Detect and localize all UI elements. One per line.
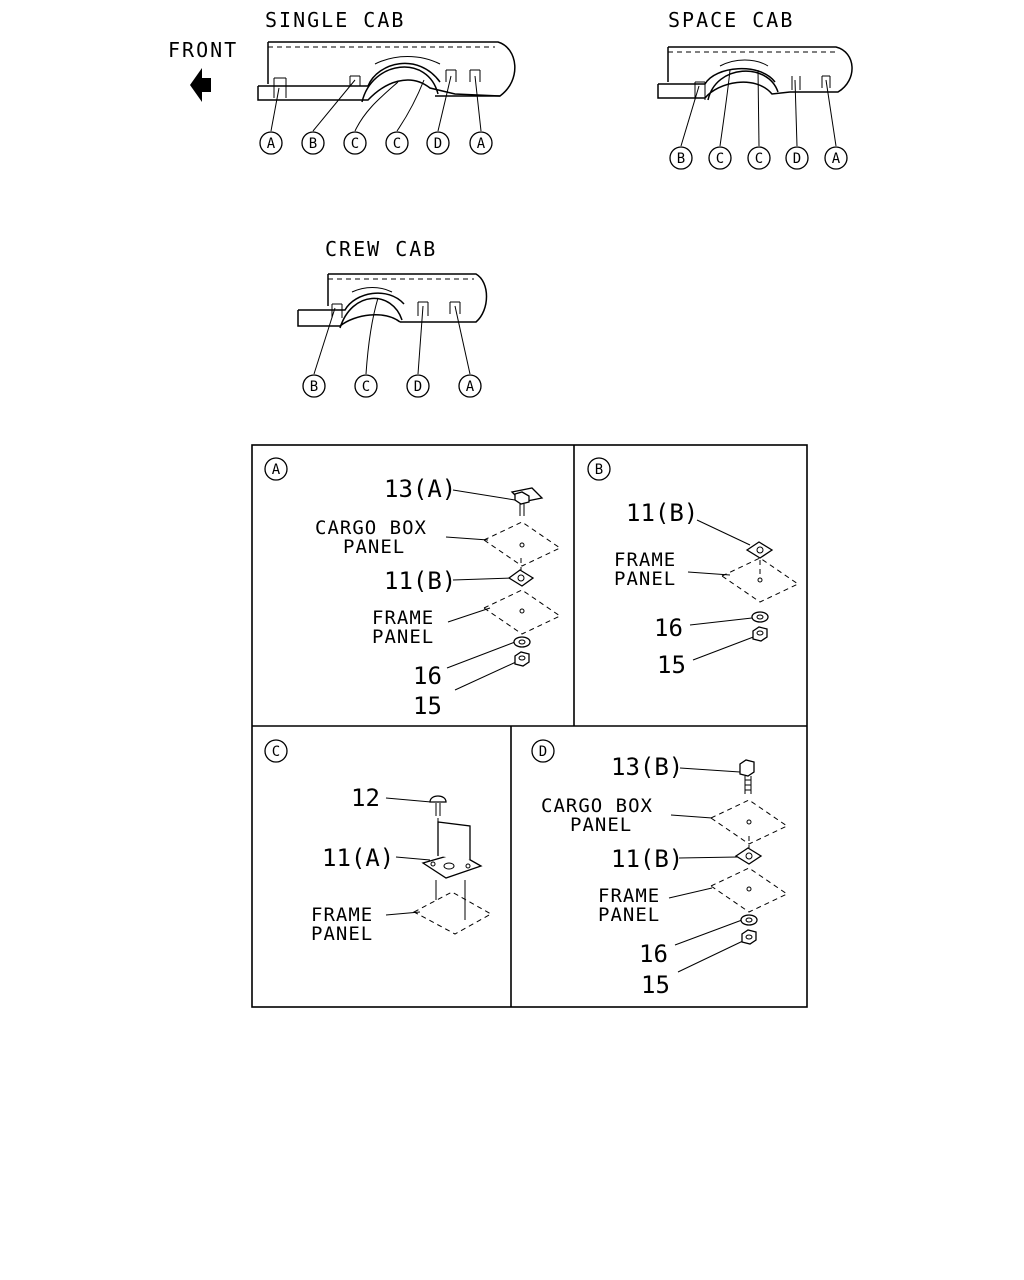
detail-d-callout: D	[531, 739, 555, 763]
svg-text:A: A	[466, 379, 475, 395]
detail-d-frame-line1: FRAME	[598, 885, 660, 907]
space-cab-callout-b: B	[669, 146, 693, 170]
single-cab-callout-d: D	[426, 131, 450, 155]
detail-a-bolt-label: 13(A)	[384, 475, 456, 503]
detail-c-panel: C 12 11(A) FRAME PANEL	[264, 739, 493, 945]
svg-text:A: A	[267, 136, 276, 152]
space-cab-title: SPACE CAB	[668, 8, 794, 32]
svg-text:B: B	[677, 151, 685, 167]
single-cab-callout-b: B	[301, 131, 325, 155]
detail-d-panel: D 13(B) CARGO BOX PANEL 11(B) FRAME PANE…	[531, 739, 789, 999]
svg-text:B: B	[310, 379, 318, 395]
detail-c-frame-line1: FRAME	[311, 904, 373, 926]
crew-cab-view: CREW CAB B C D A	[297, 237, 488, 398]
detail-b-callout: B	[587, 457, 611, 481]
detail-b-frame-line2: PANEL	[614, 568, 676, 590]
single-cab-callout-a2: A	[469, 131, 493, 155]
detail-d-frame-line2: PANEL	[598, 904, 660, 926]
detail-b-frame-panel	[720, 557, 800, 603]
single-cab-callout-c1: C	[343, 131, 367, 155]
single-cab-view: SINGLE CAB FRONT A B C C D A	[168, 8, 516, 155]
detail-a-panel: A 13(A) CARGO BOX PANEL 11(B) FRAME PANE…	[264, 457, 562, 720]
svg-text:C: C	[362, 379, 370, 395]
crew-cab-title: CREW CAB	[325, 237, 437, 261]
svg-text:C: C	[393, 136, 401, 152]
detail-d-nut-label: 15	[641, 971, 670, 999]
detail-d-washer-label: 16	[639, 940, 668, 968]
svg-text:A: A	[832, 151, 841, 167]
crew-cab-callout-c: C	[354, 374, 378, 398]
svg-text:C: C	[755, 151, 763, 167]
crew-cab-callout-a: A	[458, 374, 482, 398]
detail-b-nut-icon	[752, 626, 768, 642]
detail-b-nut-label: 15	[657, 651, 686, 679]
detail-b-panel: B 11(B) FRAME PANEL 16 15	[587, 457, 800, 679]
detail-a-nut-icon	[514, 651, 530, 667]
detail-a-cargo-panel	[482, 521, 562, 567]
detail-c-bracket-label: 11(A)	[322, 844, 394, 872]
detail-d-cargo-panel	[709, 799, 789, 845]
detail-a-frame-panel	[482, 589, 562, 635]
svg-text:C: C	[272, 744, 280, 760]
detail-b-washer-label: 16	[654, 614, 683, 642]
space-cab-callout-d: D	[785, 146, 809, 170]
single-cab-title: SINGLE CAB	[265, 8, 405, 32]
svg-text:C: C	[351, 136, 359, 152]
detail-d-bolt-icon	[739, 759, 755, 794]
detail-b-frame-line1: FRAME	[614, 549, 676, 571]
space-cab-view: SPACE CAB B C C D A	[657, 8, 853, 170]
detail-a-plate-icon	[507, 569, 535, 587]
space-cab-callout-a: A	[824, 146, 848, 170]
detail-a-washer-label: 16	[413, 662, 442, 690]
detail-a-washer-icon	[513, 636, 531, 648]
detail-d-frame-panel	[709, 867, 789, 913]
detail-b-plate-icon	[745, 541, 774, 559]
detail-d-nut-icon	[741, 929, 757, 945]
detail-c-frame-line2: PANEL	[311, 923, 373, 945]
detail-a-bolt-icon	[510, 487, 544, 516]
svg-text:B: B	[309, 136, 317, 152]
svg-text:D: D	[539, 744, 547, 760]
detail-d-plate-icon	[734, 847, 763, 865]
detail-a-callout: A	[264, 457, 288, 481]
svg-text:D: D	[434, 136, 442, 152]
detail-a-frame-line2: PANEL	[372, 626, 434, 648]
detail-c-screw-icon	[429, 795, 447, 816]
detail-d-bolt-label: 13(B)	[611, 753, 683, 781]
detail-c-frame-panel	[412, 891, 493, 935]
single-cab-callout-a1: A	[259, 131, 283, 155]
crew-cab-callout-b: B	[302, 374, 326, 398]
detail-a-nut-label: 15	[413, 692, 442, 720]
detail-d-cargo-line2: PANEL	[570, 814, 632, 836]
detail-grid	[251, 444, 808, 1008]
svg-text:A: A	[272, 462, 281, 478]
detail-d-cargo-line1: CARGO BOX	[541, 795, 653, 817]
single-cab-callout-c2: C	[385, 131, 409, 155]
svg-text:C: C	[716, 151, 724, 167]
crew-cab-callout-d: D	[406, 374, 430, 398]
svg-text:D: D	[793, 151, 801, 167]
detail-a-plate-label: 11(B)	[384, 567, 456, 595]
detail-b-washer-icon	[751, 611, 769, 623]
front-label: FRONT	[168, 38, 238, 62]
detail-c-callout: C	[264, 739, 288, 763]
detail-c-bracket-icon	[421, 821, 483, 879]
svg-text:A: A	[477, 136, 486, 152]
front-arrow-icon	[190, 68, 211, 102]
detail-d-washer-icon	[740, 914, 758, 926]
space-cab-callout-c1: C	[708, 146, 732, 170]
detail-d-plate-label: 11(B)	[611, 845, 683, 873]
detail-c-screw-label: 12	[351, 784, 380, 812]
detail-b-plate-label: 11(B)	[626, 499, 698, 527]
detail-a-cargo-line2: PANEL	[343, 536, 405, 558]
detail-a-cargo-line1: CARGO BOX	[315, 517, 427, 539]
space-cab-callout-c2: C	[747, 146, 771, 170]
svg-text:D: D	[414, 379, 422, 395]
svg-text:B: B	[595, 462, 603, 478]
detail-a-frame-line1: FRAME	[372, 607, 434, 629]
